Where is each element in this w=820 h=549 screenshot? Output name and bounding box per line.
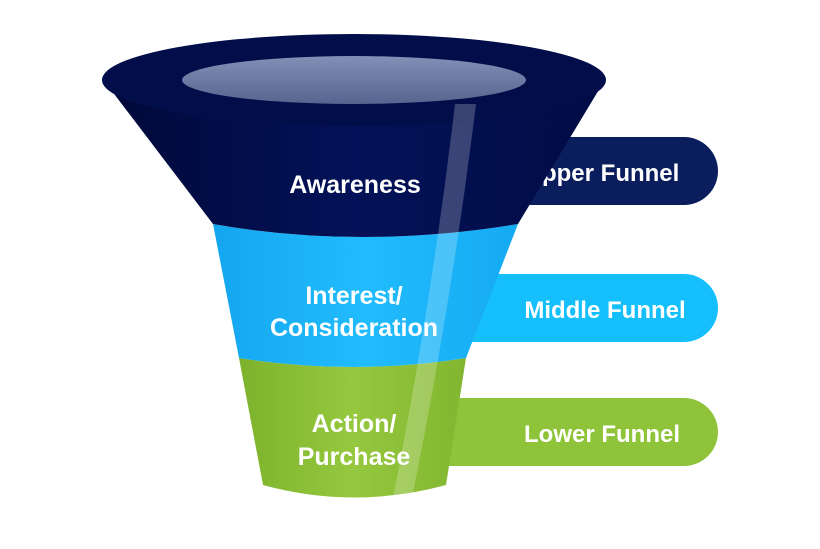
stage-label-action-line2: Purchase (298, 443, 411, 471)
tab-lower-funnel: Lower Funnel (430, 398, 718, 466)
funnel-opening (182, 56, 526, 104)
tab-lower-funnel-label: Lower Funnel (524, 421, 680, 448)
funnel-stage-interest (213, 224, 518, 367)
tab-middle-funnel: Middle Funnel (455, 274, 718, 342)
stage-label-action-line1: Action/ (312, 410, 397, 438)
tab-middle-funnel-shape (455, 274, 718, 342)
stage-label-awareness: Awareness (289, 171, 421, 199)
stage-label-interest-line2: Consideration (270, 314, 438, 342)
funnel-highlight (393, 104, 476, 498)
stage-label-interest-line1: Interest/ (305, 282, 402, 310)
tab-middle-funnel-label: Middle Funnel (524, 297, 685, 324)
tab-lower-funnel-shape (430, 398, 718, 466)
funnel-stage-action (239, 358, 466, 498)
